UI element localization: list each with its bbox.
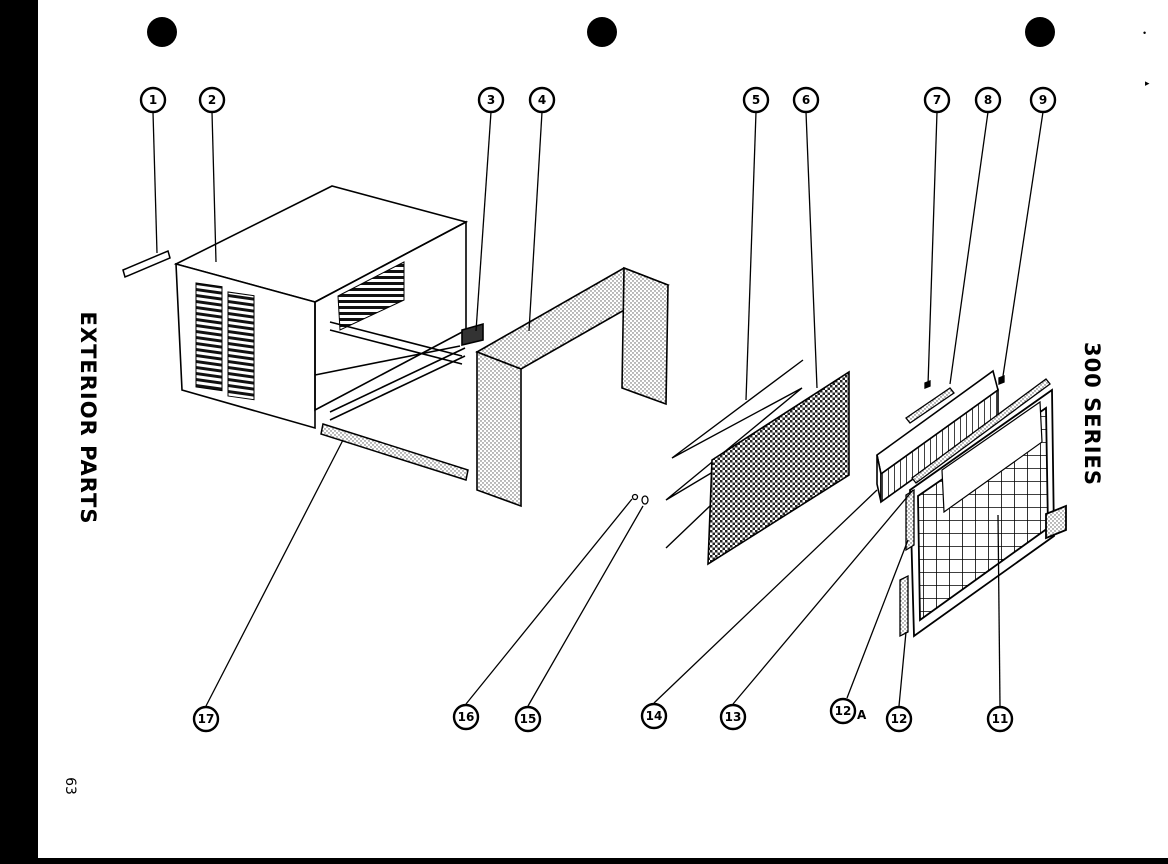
callout-2-label: 2 (208, 93, 216, 107)
binding-edge (0, 0, 38, 864)
callout-7-label: 7 (933, 93, 941, 107)
callout-12: 12 (885, 705, 913, 733)
callout-11-label: 11 (992, 712, 1009, 726)
callout-16: 16 (452, 703, 480, 731)
callout-14-label: 14 (646, 709, 663, 723)
part-6-filter-mesh (707, 370, 850, 566)
callout-3-label: 3 (487, 93, 495, 107)
callout-17: 17 (192, 705, 220, 733)
callout-15: 15 (514, 705, 542, 733)
callout-12a: 12 A (829, 697, 867, 725)
callout-1-label: 1 (149, 93, 157, 107)
callout-4: 4 (528, 86, 556, 114)
callout-5: 5 (742, 86, 770, 114)
callout-3: 3 (477, 86, 505, 114)
callout-1: 1 (139, 86, 167, 114)
callout-9-label: 9 (1039, 93, 1047, 107)
callout-6-label: 6 (802, 93, 810, 107)
part-13-strip (911, 378, 1051, 484)
callout-17-label: 17 (198, 712, 215, 726)
punch-hole-left (147, 17, 177, 47)
callout-12a-label: 12 (835, 704, 852, 718)
part-17-base-rail (320, 423, 469, 481)
part-4-wrapper (475, 266, 670, 508)
callout-11: 11 (986, 705, 1014, 733)
part-7-8-9-small-parts (905, 375, 1005, 424)
callout-2: 2 (198, 86, 226, 114)
part-14-louver-frame (876, 369, 999, 504)
callout-8: 8 (974, 86, 1002, 114)
callout-4-label: 4 (538, 93, 546, 107)
callout-13-label: 13 (725, 710, 742, 724)
callout-7: 7 (923, 86, 951, 114)
bottom-border (38, 858, 1168, 864)
callout-14: 14 (640, 702, 668, 730)
callout-12-label: 12 (891, 712, 908, 726)
punch-hole-right (1025, 17, 1055, 47)
callout-5-label: 5 (752, 93, 760, 107)
leader-lines (152, 111, 1044, 707)
callout-12a-suffix: A (857, 708, 867, 722)
part-11-front-grille (909, 388, 1067, 638)
part-2-cabinet (173, 185, 484, 430)
punch-hole-center (587, 17, 617, 47)
margin-dot-mark: • (1143, 28, 1147, 38)
callout-13: 13 (719, 703, 747, 731)
callout-16-label: 16 (458, 710, 475, 724)
callout-8-label: 8 (984, 93, 992, 107)
part-12-side-strips (899, 488, 915, 638)
callout-9: 9 (1029, 86, 1057, 114)
part-15-16-screws (631, 493, 649, 505)
callout-15-label: 15 (520, 712, 537, 726)
part-1-bracket (122, 249, 171, 279)
callout-6: 6 (792, 86, 820, 114)
margin-arrow-mark: ▸ (1145, 78, 1150, 88)
